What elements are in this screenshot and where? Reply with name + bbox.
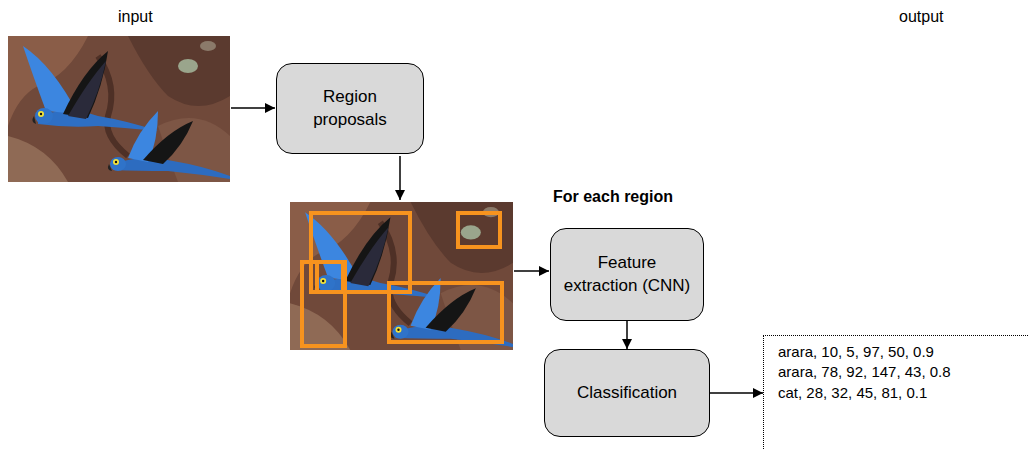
flow-arrow: [626, 321, 628, 349]
section-heading: For each region: [553, 188, 673, 206]
stage-label: input: [118, 8, 153, 26]
box-label: Region proposals: [287, 86, 413, 130]
detection-row: arara, 10, 5, 97, 50, 0.9: [778, 342, 1020, 362]
process-box: Region proposals: [276, 63, 424, 154]
proposal-boxes: [302, 213, 502, 346]
proposal-photo: [290, 202, 513, 350]
stage-label: output: [899, 8, 943, 26]
process-box: Feature extraction (CNN): [550, 228, 704, 321]
input-photo: [8, 36, 230, 182]
detection-row: cat, 28, 32, 45, 81, 0.1: [778, 383, 1020, 403]
output-box: arara, 10, 5, 97, 50, 0.9arara, 78, 92, …: [763, 335, 1028, 449]
box-label: Classification: [577, 382, 677, 404]
box-label: Feature extraction (CNN): [561, 252, 693, 296]
process-box: Classification: [544, 349, 710, 437]
flow-arrow: [710, 392, 763, 394]
detection-row: arara, 78, 92, 147, 43, 0.8: [778, 362, 1020, 382]
